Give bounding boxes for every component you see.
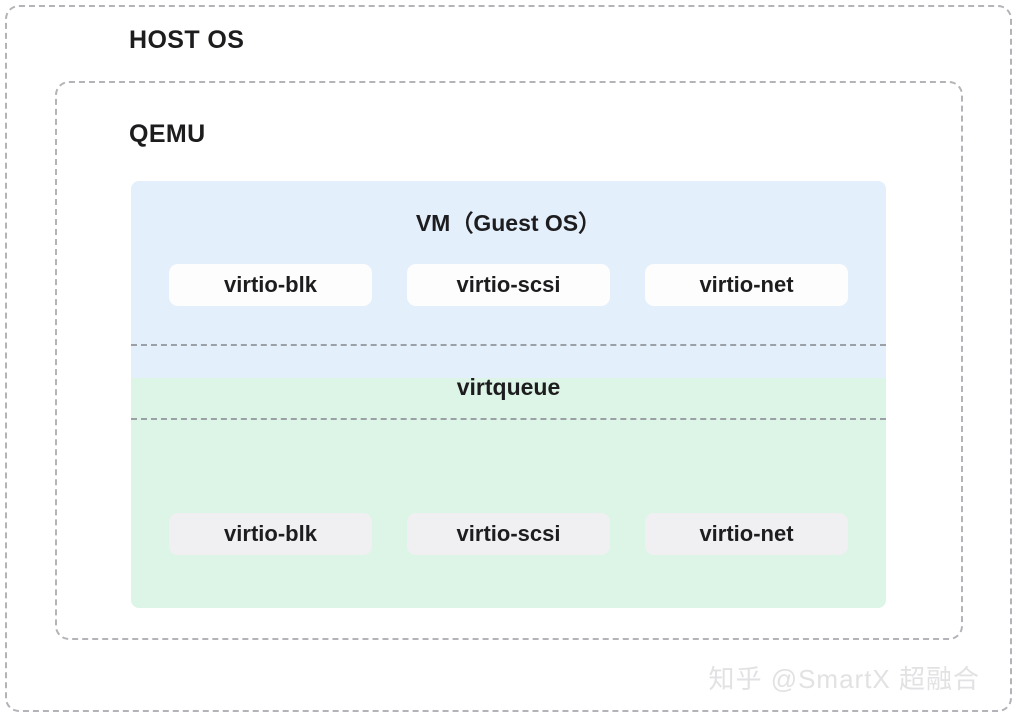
guest-os-title: VM（Guest OS） <box>415 210 602 236</box>
guest-device-row: virtio-blk virtio-scsi virtio-net <box>169 264 848 306</box>
host-os-container <box>5 5 1012 712</box>
virtqueue-top-divider <box>131 344 886 346</box>
qemu-label: QEMU <box>129 120 206 148</box>
host-device-virtio-blk-label: virtio-blk <box>224 521 317 546</box>
guest-device-virtio-scsi-label: virtio-scsi <box>456 272 561 297</box>
virtqueue-label: virtqueue <box>456 374 561 400</box>
host-driver-panel <box>131 378 886 608</box>
host-device-virtio-scsi[interactable]: virtio-scsi <box>407 513 610 555</box>
virtqueue-bottom-divider <box>131 418 886 420</box>
guest-device-virtio-net[interactable]: virtio-net <box>645 264 848 306</box>
host-os-label: HOST OS <box>129 26 245 54</box>
host-device-virtio-net-label: virtio-net <box>699 521 794 546</box>
guest-device-virtio-net-label: virtio-net <box>699 272 794 297</box>
host-device-virtio-net[interactable]: virtio-net <box>645 513 848 555</box>
host-device-row: virtio-blk virtio-scsi virtio-net <box>169 513 848 555</box>
watermark: 知乎 @SmartX 超融合 <box>708 664 980 694</box>
guest-device-virtio-scsi[interactable]: virtio-scsi <box>407 264 610 306</box>
guest-device-virtio-blk[interactable]: virtio-blk <box>169 264 372 306</box>
host-device-virtio-blk[interactable]: virtio-blk <box>169 513 372 555</box>
guest-device-virtio-blk-label: virtio-blk <box>224 272 317 297</box>
qemu-container <box>55 81 963 640</box>
host-device-virtio-scsi-label: virtio-scsi <box>456 521 561 546</box>
